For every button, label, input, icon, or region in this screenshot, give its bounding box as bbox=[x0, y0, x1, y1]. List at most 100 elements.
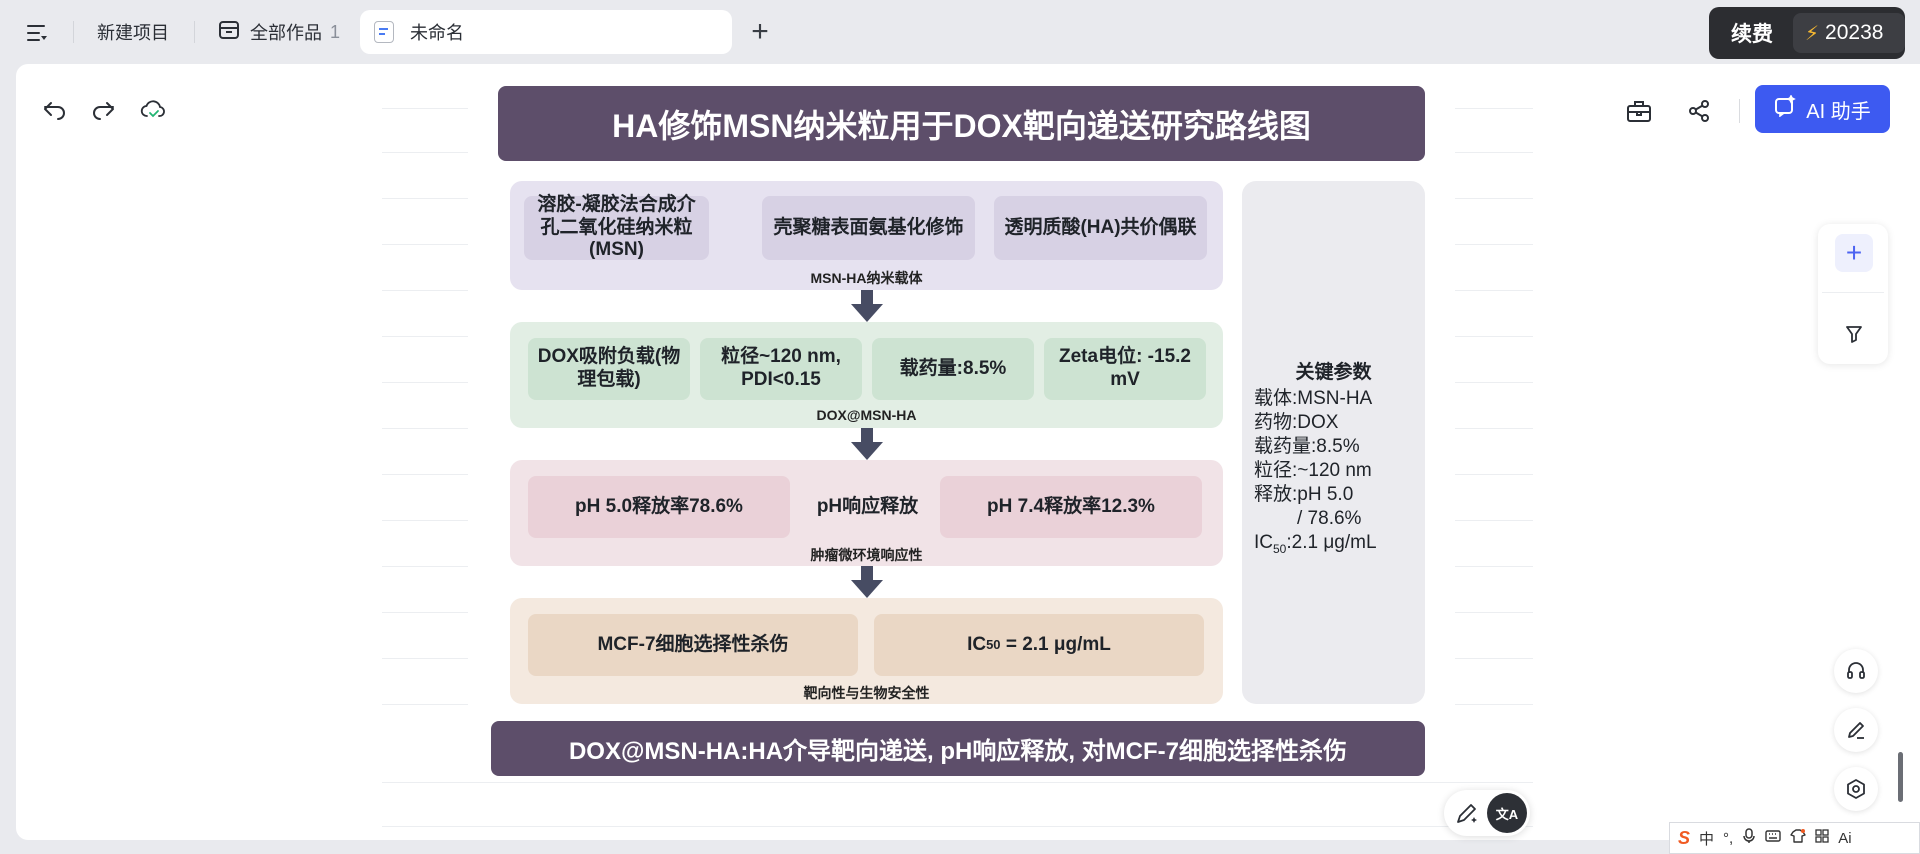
top-bar: 新建项目 全部作品 1 未命名 + 续费 ⚡ 20238 bbox=[0, 0, 1920, 64]
param-ic-value: :2.1 μg/mL bbox=[1286, 532, 1377, 553]
all-works-label: 全部作品 bbox=[250, 23, 322, 43]
stage2-box-3: 载药量:8.5% bbox=[872, 338, 1034, 400]
grid-line bbox=[1455, 428, 1533, 429]
divider bbox=[73, 21, 74, 43]
grid-line bbox=[382, 612, 468, 613]
lightning-icon: ⚡ bbox=[1805, 22, 1820, 45]
all-works-button[interactable]: 全部作品 1 bbox=[218, 19, 340, 45]
ic50-value: = 2.1 μg/mL bbox=[1000, 633, 1111, 655]
all-works-count: 1 bbox=[330, 21, 341, 42]
grid-line bbox=[382, 566, 468, 567]
toolbox-icon[interactable] bbox=[1624, 96, 1654, 126]
add-element-button[interactable]: + bbox=[1835, 234, 1873, 272]
credit-balance-value: 20238 bbox=[1825, 21, 1884, 44]
plus-icon: + bbox=[1845, 237, 1863, 268]
params-title: 关键参数 bbox=[1295, 362, 1372, 383]
stage1-box-2: 壳聚糖表面氨基化修饰 bbox=[762, 196, 975, 260]
magic-pen-icon[interactable] bbox=[1452, 798, 1482, 828]
stage3-box-left: pH 5.0释放率78.6% bbox=[528, 476, 790, 538]
divider bbox=[1822, 292, 1884, 293]
filter-icon[interactable] bbox=[1840, 320, 1868, 348]
params-list: 载体:MSN-HA 药物:DOX 载药量:8.5% 粒径:~120 nm 释放:… bbox=[1254, 387, 1377, 561]
grid-line bbox=[1455, 658, 1533, 659]
redo-icon[interactable] bbox=[88, 96, 118, 124]
plus-icon: + bbox=[751, 15, 769, 48]
ime-toolbar: S 中 °, Ai bbox=[1669, 822, 1920, 854]
credits-panel: 续费 ⚡ 20238 bbox=[1709, 7, 1905, 59]
new-project-label: 新建项目 bbox=[97, 23, 169, 43]
stage-synthesis[interactable]: 溶胶-凝胶法合成介孔二氧化硅纳米粒(MSN) 壳聚糖表面氨基化修饰 透明质酸(H… bbox=[510, 181, 1223, 290]
ime-logo-icon[interactable]: S bbox=[1678, 827, 1691, 848]
cloud-saved-icon[interactable] bbox=[138, 96, 168, 124]
grid-line bbox=[382, 152, 468, 153]
renew-button[interactable]: 续费 bbox=[1731, 23, 1773, 46]
param-loading: 载药量:8.5% bbox=[1254, 436, 1360, 457]
param-release-cont: / 78.6% bbox=[1297, 508, 1362, 529]
divider bbox=[1739, 99, 1740, 123]
ai-assistant-button[interactable]: AI 助手 bbox=[1755, 85, 1890, 133]
ime-mode[interactable]: 中 bbox=[1699, 830, 1715, 848]
add-tab-button[interactable]: + bbox=[746, 15, 774, 48]
stage4-caption: 靶向性与生物安全性 bbox=[803, 685, 930, 701]
grid-line bbox=[382, 382, 468, 383]
param-release: 释放:pH 5.0 bbox=[1254, 484, 1354, 505]
ai-assistant-label: AI 助手 bbox=[1806, 100, 1871, 123]
tab-untitled[interactable]: 未命名 bbox=[360, 10, 732, 54]
slide-summary[interactable]: DOX@MSN-HA:HA介导靶向递送, pH响应释放, 对MCF-7细胞选择性… bbox=[491, 721, 1425, 776]
stage1-box-3: 透明质酸(HA)共价偶联 bbox=[994, 196, 1207, 260]
credit-balance[interactable]: ⚡ 20238 bbox=[1793, 13, 1905, 53]
flow-arrow bbox=[851, 290, 883, 324]
param-drug: 药物:DOX bbox=[1254, 412, 1339, 433]
skin-icon[interactable] bbox=[1790, 829, 1806, 847]
stage3-center-label: pH响应释放 bbox=[816, 495, 919, 517]
scrollbar-thumb[interactable] bbox=[1898, 752, 1903, 802]
slide-title[interactable]: HA修饰MSN纳米粒用于DOX靶向递送研究路线图 bbox=[498, 86, 1425, 161]
param-carrier: 载体:MSN-HA bbox=[1254, 388, 1373, 409]
divider bbox=[194, 21, 195, 43]
stage2-box-1: DOX吸附负载(物理包载) bbox=[528, 338, 690, 400]
new-project-button[interactable]: 新建项目 bbox=[97, 19, 169, 45]
document-icon bbox=[374, 21, 394, 43]
grid-line bbox=[1455, 474, 1533, 475]
grid-icon[interactable] bbox=[1815, 829, 1829, 847]
translate-icon[interactable]: 文A bbox=[1487, 793, 1527, 833]
stage4-box-left: MCF-7细胞选择性杀伤 bbox=[528, 614, 858, 676]
microphone-icon[interactable] bbox=[1742, 828, 1756, 848]
stage3-box-right: pH 7.4释放率12.3% bbox=[940, 476, 1202, 538]
grid-line bbox=[382, 198, 468, 199]
stage1-box-1: 溶胶-凝胶法合成介孔二氧化硅纳米粒(MSN) bbox=[524, 194, 709, 260]
flow-arrow bbox=[851, 428, 883, 462]
share-icon[interactable] bbox=[1684, 96, 1714, 126]
settings-icon[interactable] bbox=[1834, 767, 1878, 811]
ime-ai[interactable]: Ai bbox=[1838, 829, 1852, 847]
grid-line bbox=[1455, 704, 1533, 705]
grid-line bbox=[1455, 612, 1533, 613]
headset-icon[interactable] bbox=[1834, 649, 1878, 693]
key-parameters-panel[interactable]: 关键参数 载体:MSN-HA 药物:DOX 载药量:8.5% 粒径:~120 n… bbox=[1242, 181, 1425, 704]
menu-icon[interactable] bbox=[26, 20, 52, 46]
grid-line bbox=[1455, 152, 1533, 153]
ime-punctuation[interactable]: °, bbox=[1723, 829, 1734, 847]
keyboard-icon[interactable] bbox=[1765, 829, 1781, 847]
grid-line bbox=[382, 658, 468, 659]
ai-sparkle-icon bbox=[1774, 94, 1797, 123]
grid-line bbox=[1455, 244, 1533, 245]
grid-line bbox=[382, 826, 1533, 827]
stage1-caption: MSN-HA纳米载体 bbox=[810, 270, 923, 286]
archive-icon bbox=[218, 19, 240, 46]
undo-icon[interactable] bbox=[40, 96, 70, 124]
param-size: 粒径:~120 nm bbox=[1254, 460, 1372, 481]
grid-line bbox=[1455, 290, 1533, 291]
stage-release[interactable]: pH 5.0释放率78.6% pH响应释放 pH 7.4释放率12.3% 肿瘤微… bbox=[510, 460, 1223, 566]
edit-icon[interactable] bbox=[1834, 708, 1878, 752]
grid-line bbox=[382, 520, 468, 521]
stage-loading[interactable]: DOX吸附负载(物理包载) 粒径~120 nm, PDI<0.15 载药量:8.… bbox=[510, 322, 1223, 428]
ic50-prefix: IC bbox=[967, 633, 987, 655]
grid-line bbox=[382, 704, 468, 705]
grid-line bbox=[382, 782, 1533, 783]
tab-label: 未命名 bbox=[410, 23, 464, 43]
param-ic-prefix: IC bbox=[1254, 532, 1273, 553]
grid-line bbox=[382, 336, 468, 337]
